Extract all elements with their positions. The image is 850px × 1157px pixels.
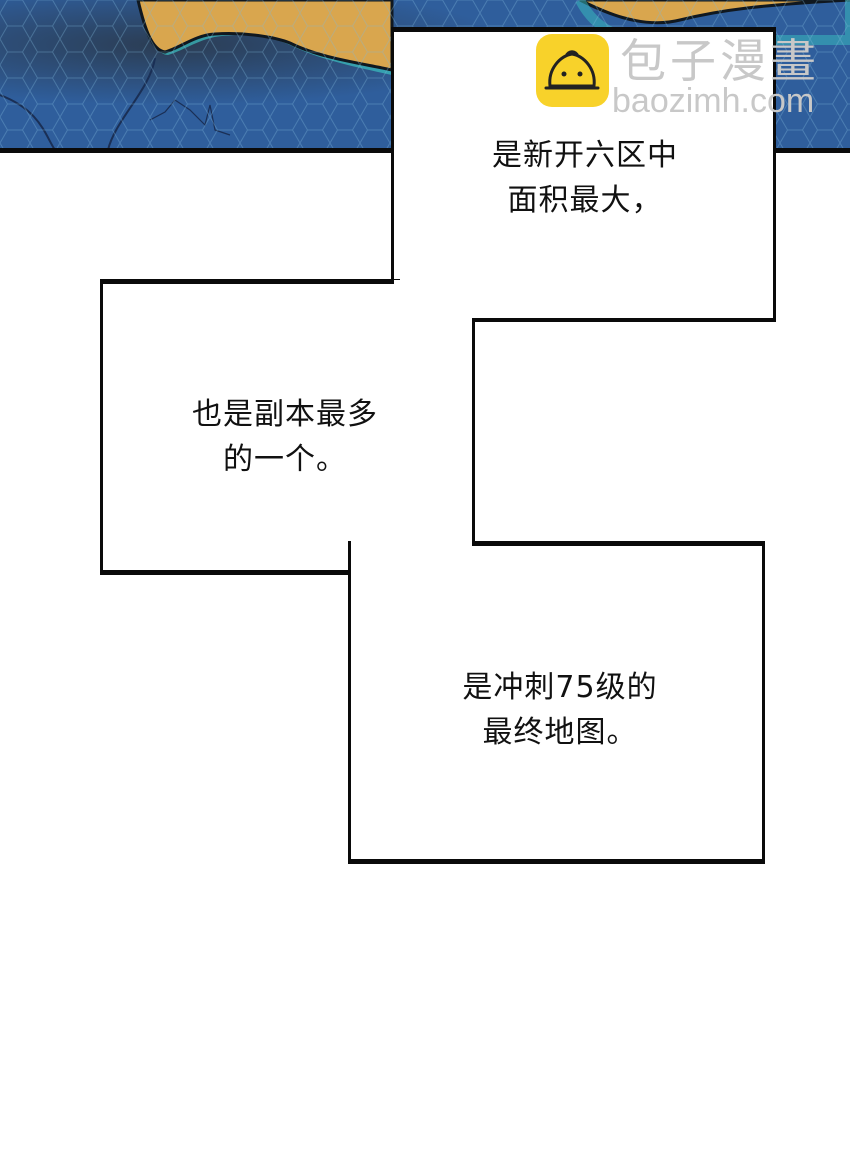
- box2-bottom-line: [100, 570, 351, 575]
- merge-fill-2b: [351, 540, 472, 548]
- caption-box-3: [348, 541, 765, 864]
- watermark-url: baozimh.com: [612, 82, 815, 120]
- notch-line-left: [472, 318, 475, 545]
- notch-line-top: [473, 318, 776, 322]
- caption-text-3: 是冲刺75级的 最终地图。: [462, 670, 658, 750]
- box3-top-line: [472, 541, 765, 546]
- watermark-logo-icon: [536, 34, 609, 107]
- merge-fill-1: [394, 284, 473, 570]
- box3-left-line: [348, 570, 351, 864]
- watermark-brand: 包子漫畫: [620, 34, 820, 88]
- caption-text-2: 也是副本最多 的一个。: [192, 397, 378, 477]
- merge-fill-2: [351, 546, 473, 570]
- caption-text-1: 是新开六区中 面积最大，: [492, 138, 678, 218]
- merge-fill-1b: [394, 280, 476, 318]
